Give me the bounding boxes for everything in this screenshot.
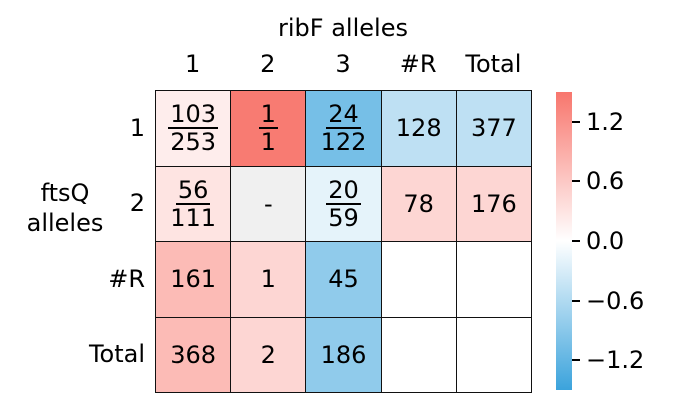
- row-axis-title-word: alleles: [26, 209, 104, 237]
- column-label: 2: [260, 50, 276, 78]
- heatmap-cell: -: [230, 165, 307, 242]
- row-label: 2: [129, 189, 145, 218]
- colorbar-tick-mark: [572, 120, 580, 123]
- column-axis-title: ribF alleles: [278, 14, 408, 42]
- fraction-numerator: 24: [326, 100, 361, 130]
- fraction-denominator: 111: [170, 203, 216, 232]
- row-label: #R: [108, 264, 145, 293]
- heatmap-cell: 377: [455, 90, 532, 167]
- fraction-numerator: 1: [258, 100, 278, 130]
- heatmap-cell: 45: [305, 241, 382, 318]
- colorbar-tick-mark: [572, 359, 580, 362]
- colorbar-tick-mark: [572, 180, 580, 183]
- heatmap-cell: 161: [155, 241, 232, 318]
- cell-value: 176: [470, 189, 517, 218]
- column-label: #R: [399, 50, 437, 78]
- heatmap-cell: 2: [230, 316, 307, 393]
- cell-value: 2: [260, 340, 276, 369]
- heatmap-cell: [455, 241, 532, 318]
- row-label: Total: [88, 340, 145, 369]
- fraction-numerator: 56: [175, 175, 211, 205]
- cell-value: 377: [470, 114, 517, 143]
- heatmap-cell: 78: [380, 165, 457, 242]
- fraction-denominator: 59: [328, 203, 359, 232]
- cell-value: 78: [403, 189, 434, 218]
- fraction-numerator: 20: [326, 175, 361, 205]
- colorbar-tick-label: −0.6: [586, 286, 645, 315]
- heatmap-cell: 186: [305, 316, 382, 393]
- cell-value: -: [263, 189, 273, 218]
- heatmap-cell: [380, 316, 457, 393]
- cell-value: 128: [395, 114, 442, 143]
- heatmap-cell: 176: [455, 165, 532, 242]
- fraction-denominator: 122: [320, 128, 367, 157]
- row-label: 1: [129, 113, 145, 142]
- heatmap-cell: [455, 316, 532, 393]
- heatmap-cell: 1: [230, 241, 307, 318]
- cell-value: 1: [260, 265, 276, 294]
- colorbar-tick-label: 0.0: [586, 227, 625, 255]
- heatmap-cell: [380, 241, 457, 318]
- fraction-denominator: 1: [260, 128, 276, 157]
- colorbar-tick-mark: [572, 299, 580, 302]
- cell-value: 368: [170, 340, 216, 369]
- column-label: 1: [184, 50, 201, 78]
- fraction-numerator: 103: [168, 100, 218, 130]
- column-label: Total: [465, 50, 522, 78]
- colorbar-tick-label: 1.2: [586, 107, 625, 136]
- cell-value: 161: [170, 265, 216, 294]
- cell-value: 45: [328, 265, 359, 294]
- colorbar-tick-label: 0.6: [586, 167, 625, 196]
- colorbar-tick-label: −1.2: [586, 346, 645, 375]
- heatmap-cell: 368: [155, 316, 232, 393]
- heatmap-cell: 128: [380, 90, 457, 167]
- colorbar-tick-mark: [572, 240, 580, 242]
- colorbar: [556, 92, 572, 390]
- cell-value: 186: [320, 340, 367, 369]
- fraction-denominator: 253: [170, 128, 216, 157]
- row-axis-title-word: ftsQ: [40, 179, 90, 207]
- column-label: 3: [335, 50, 351, 78]
